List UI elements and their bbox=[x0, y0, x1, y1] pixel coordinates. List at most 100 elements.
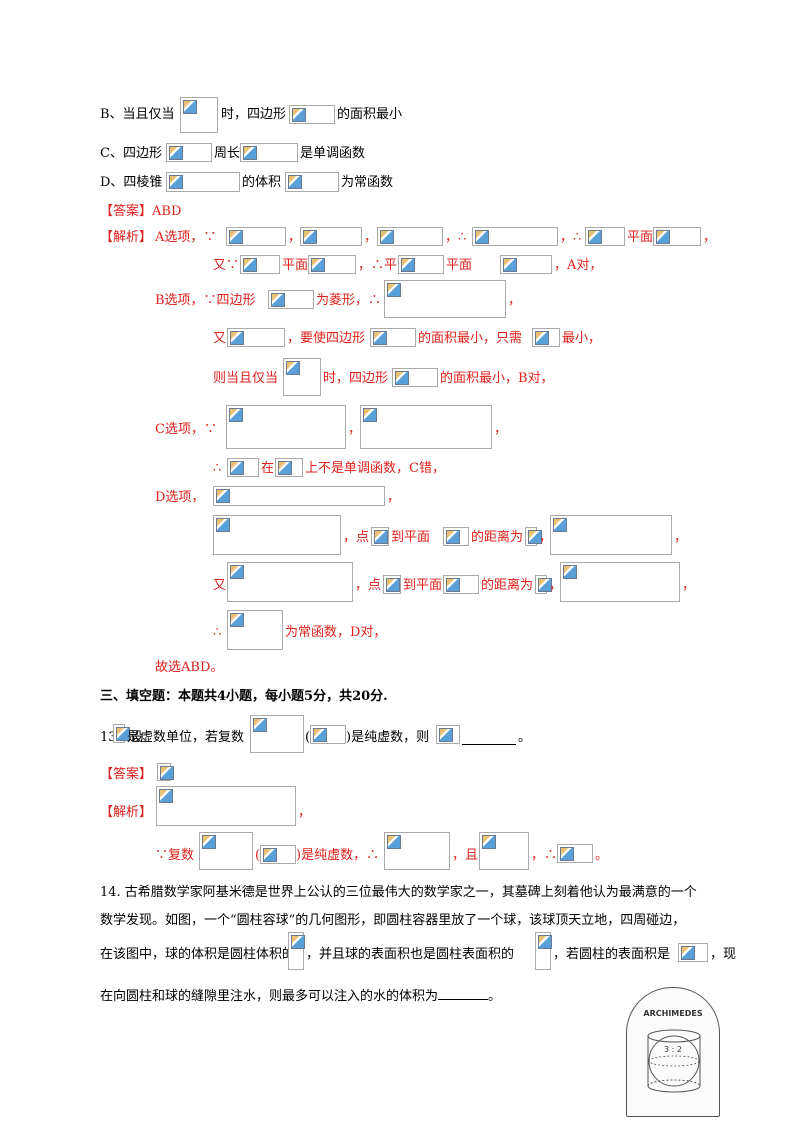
formula-image bbox=[240, 143, 298, 162]
q14-line2: 数学发现。如图，一个“圆柱容球”的几何图形，即圆柱容器里放了一个球，该球顶天立地… bbox=[100, 913, 686, 928]
option-d-mid: 的体积 bbox=[242, 175, 282, 190]
formula-image bbox=[227, 562, 353, 602]
therefore: ∴ bbox=[458, 230, 467, 245]
conclusion: 故选ABD。 bbox=[155, 660, 224, 675]
formula-image bbox=[113, 724, 130, 743]
comma: ， bbox=[348, 422, 362, 437]
formula-image bbox=[260, 845, 296, 864]
formula-image bbox=[213, 486, 385, 506]
analysis-b2-mid: ，要使四边形 bbox=[287, 331, 366, 346]
formula-image bbox=[289, 105, 335, 124]
formula-image bbox=[226, 227, 286, 246]
formula-image bbox=[227, 328, 285, 347]
analysis-d3-prefix: 又 bbox=[213, 578, 227, 593]
analysis-d-prefix: D选项， bbox=[155, 490, 205, 505]
formula-image bbox=[436, 725, 460, 744]
comma: ， bbox=[674, 530, 688, 545]
analysis-b3-mid: 时，四边形 bbox=[323, 371, 389, 386]
formula-image bbox=[383, 575, 401, 594]
analysis-d2-mid3: 的距离为 bbox=[471, 530, 524, 545]
formula-image bbox=[472, 227, 558, 246]
analysis-d2-mid3: 的距离为 bbox=[481, 578, 534, 593]
q13-because: ∵复数 bbox=[155, 848, 195, 863]
formula-image bbox=[360, 405, 492, 449]
formula-image bbox=[226, 405, 346, 449]
q13-answer-blank[interactable] bbox=[462, 730, 516, 750]
comma: ， bbox=[298, 805, 312, 820]
answer-line: 【答案】ABD bbox=[100, 204, 181, 220]
analysis-d2-mid2: 到平面 bbox=[391, 530, 431, 545]
q13-paren: ( bbox=[255, 848, 261, 863]
analysis-a2-prefix: 又∵ bbox=[213, 258, 240, 273]
therefore: ∴ bbox=[573, 230, 582, 245]
analysis-d4-end: 为常函数，D对， bbox=[285, 625, 387, 640]
formula-image bbox=[384, 832, 450, 870]
section-heading: 三、填空题：本题共4小题，每小题5分，共20分. bbox=[100, 689, 388, 704]
formula-image bbox=[240, 255, 280, 274]
analysis-c2-mid: 在 bbox=[261, 461, 275, 476]
comma: ， bbox=[364, 230, 378, 245]
comma: ， bbox=[549, 578, 563, 593]
formula-image bbox=[180, 97, 218, 133]
q13-text4: )是纯虚数，则 bbox=[346, 730, 430, 745]
formula-image bbox=[370, 328, 416, 347]
comma: ， bbox=[445, 230, 459, 245]
formula-image bbox=[560, 562, 680, 602]
q14-line3d: ，现 bbox=[710, 947, 737, 962]
q13-pure: )是纯虚数，∴ bbox=[296, 848, 380, 863]
figure-caption: ARCHIMEDES bbox=[643, 1009, 703, 1018]
formula-image bbox=[156, 786, 296, 826]
comma: ， bbox=[560, 230, 574, 245]
option-d-end: 为常函数 bbox=[341, 175, 394, 190]
q13-text3: ( bbox=[305, 730, 311, 745]
formula-image bbox=[283, 358, 321, 396]
formula-image bbox=[166, 172, 240, 192]
plane: 平面 bbox=[282, 258, 309, 273]
analysis-b2-end: 最小， bbox=[562, 331, 602, 346]
q14-line4: 在向圆柱和球的缝隙里注水，则最多可以注入的水的体积为。 bbox=[100, 985, 501, 1005]
formula-image bbox=[535, 932, 552, 970]
option-b-end: 的面积最小 bbox=[337, 107, 403, 122]
analysis-b-mid: 为菱形，∴ bbox=[316, 293, 382, 308]
analysis-c2-end: 上不是单调函数，C错， bbox=[305, 461, 445, 476]
option-c-end: 是单调函数 bbox=[300, 146, 366, 161]
formula-image bbox=[308, 255, 356, 274]
answer-label: 【答案】 bbox=[100, 204, 153, 219]
analysis-a2-end: ，A对， bbox=[554, 258, 603, 273]
analysis-b3-prefix: 则当且仅当 bbox=[213, 371, 279, 386]
q13-text5: 。 bbox=[518, 730, 532, 745]
plane: 平面 bbox=[446, 258, 473, 273]
formula-image bbox=[550, 515, 672, 555]
q14-line1: 14. 古希腊数学家阿基米德是世界上公认的三位最伟大的数学家之一，其墓碑上刻着他… bbox=[100, 885, 697, 900]
formula-image bbox=[227, 610, 283, 650]
comma: ， bbox=[703, 230, 717, 245]
formula-image bbox=[310, 725, 346, 744]
analysis-c-prefix: C选项，∵ bbox=[155, 422, 217, 437]
q13-text1: 设 bbox=[130, 730, 144, 745]
formula-image bbox=[285, 172, 339, 192]
comma: ， bbox=[508, 293, 522, 308]
formula-image bbox=[557, 844, 593, 863]
comma: ， bbox=[539, 530, 553, 545]
option-d-prefix: D、四棱锥 bbox=[100, 175, 163, 190]
formula-image bbox=[250, 715, 304, 753]
analysis-a2-mid: ，∴平面 bbox=[358, 258, 411, 273]
formula-image bbox=[678, 943, 708, 962]
q13-and: ，且 bbox=[452, 848, 479, 863]
analysis-d4-prefix: ∴ bbox=[213, 625, 222, 640]
analysis-c2-prefix: ∴ bbox=[213, 461, 222, 476]
formula-image bbox=[288, 932, 305, 970]
q14-answer-blank[interactable] bbox=[438, 985, 489, 1000]
figure-ratio: 3 : 2 bbox=[664, 1045, 682, 1054]
formula-image bbox=[157, 763, 174, 781]
formula-image bbox=[535, 575, 552, 594]
q13-therefore: ，∴ bbox=[531, 848, 558, 863]
formula-image bbox=[525, 527, 542, 546]
option-c-prefix: C、四边形 bbox=[100, 146, 162, 161]
plane: 平面 bbox=[627, 230, 654, 245]
formula-image bbox=[532, 328, 560, 347]
q13-analysis-label: 【解析】 bbox=[100, 805, 153, 820]
option-b-mid: 时，四边形 bbox=[221, 107, 287, 122]
q13-text2: 是虚数单位，若复数 bbox=[127, 730, 245, 745]
formula-image bbox=[653, 227, 701, 246]
